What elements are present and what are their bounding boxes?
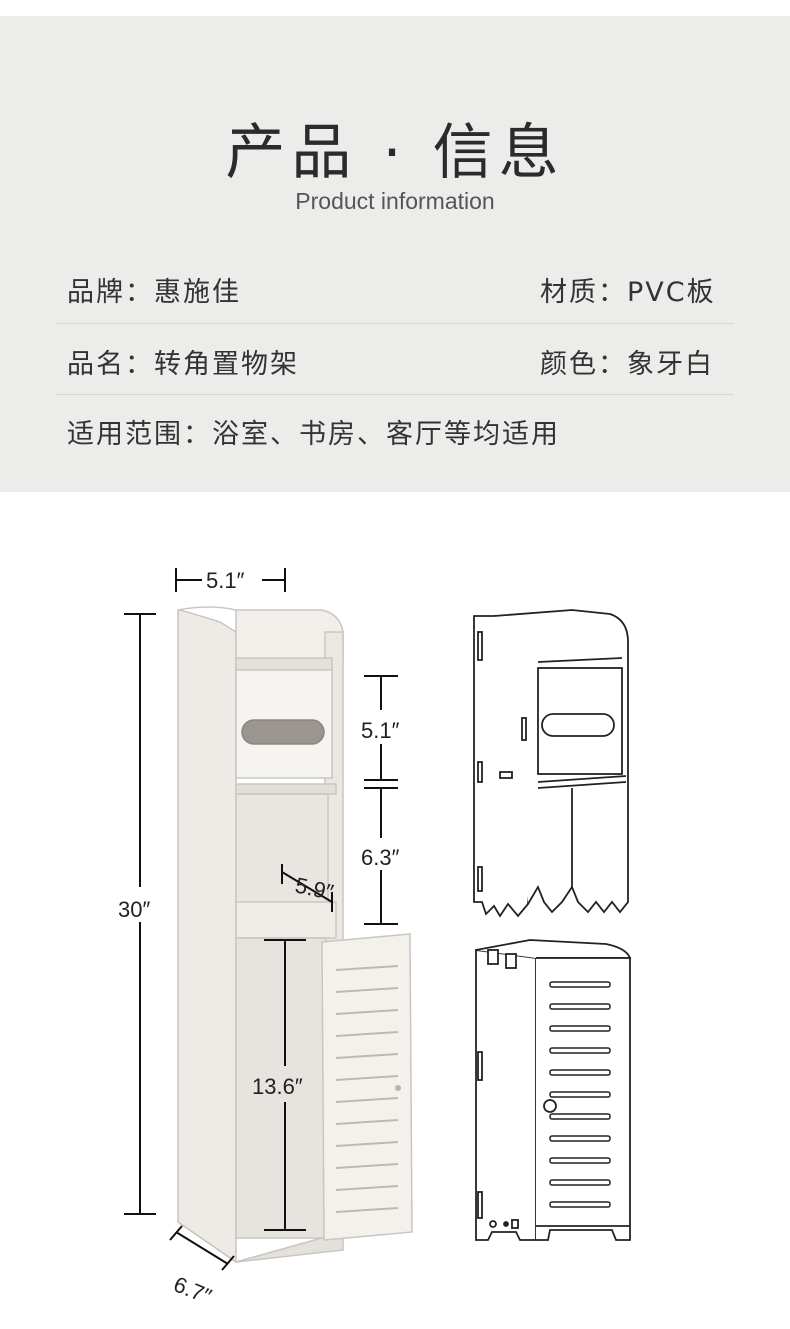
- divider: [56, 323, 734, 324]
- page-subtitle: Product information: [295, 188, 495, 214]
- dim-shelf-height: 6.3″: [361, 845, 400, 870]
- dim-base-depth: 6.7″: [170, 1271, 215, 1309]
- line-drawing-back: [475, 939, 632, 1241]
- spec-brand: 品牌：惠施佳: [67, 277, 241, 308]
- divider: [56, 394, 734, 395]
- line-drawing-front: [473, 609, 629, 918]
- dim-top-width: 5.1″: [206, 568, 245, 593]
- page-title: 产品 · 信息: [225, 118, 565, 188]
- product-info-panel: 产品 · 信息 Product information 品牌：惠施佳 材质：PV…: [0, 16, 790, 492]
- spec-usage: 适用范围：浴室、书房、客厅等均适用: [67, 419, 560, 450]
- dimension-lines: [124, 568, 398, 1271]
- dim-cabinet-height: 13.6″: [252, 1074, 303, 1099]
- dim-total-height: 30″: [118, 897, 150, 922]
- product-dimension-figure: 5.1″ 30″ 5.1″ 6.3″ 5.9″ 13.6″ 6.7″: [118, 568, 632, 1309]
- dim-drawer-height: 5.1″: [361, 718, 400, 743]
- spec-color: 颜色：象牙白: [540, 349, 714, 380]
- spec-name: 品名：转角置物架: [67, 349, 299, 380]
- cabinet-photo: [177, 606, 413, 1264]
- spec-material: 材质：PVC板: [540, 277, 716, 308]
